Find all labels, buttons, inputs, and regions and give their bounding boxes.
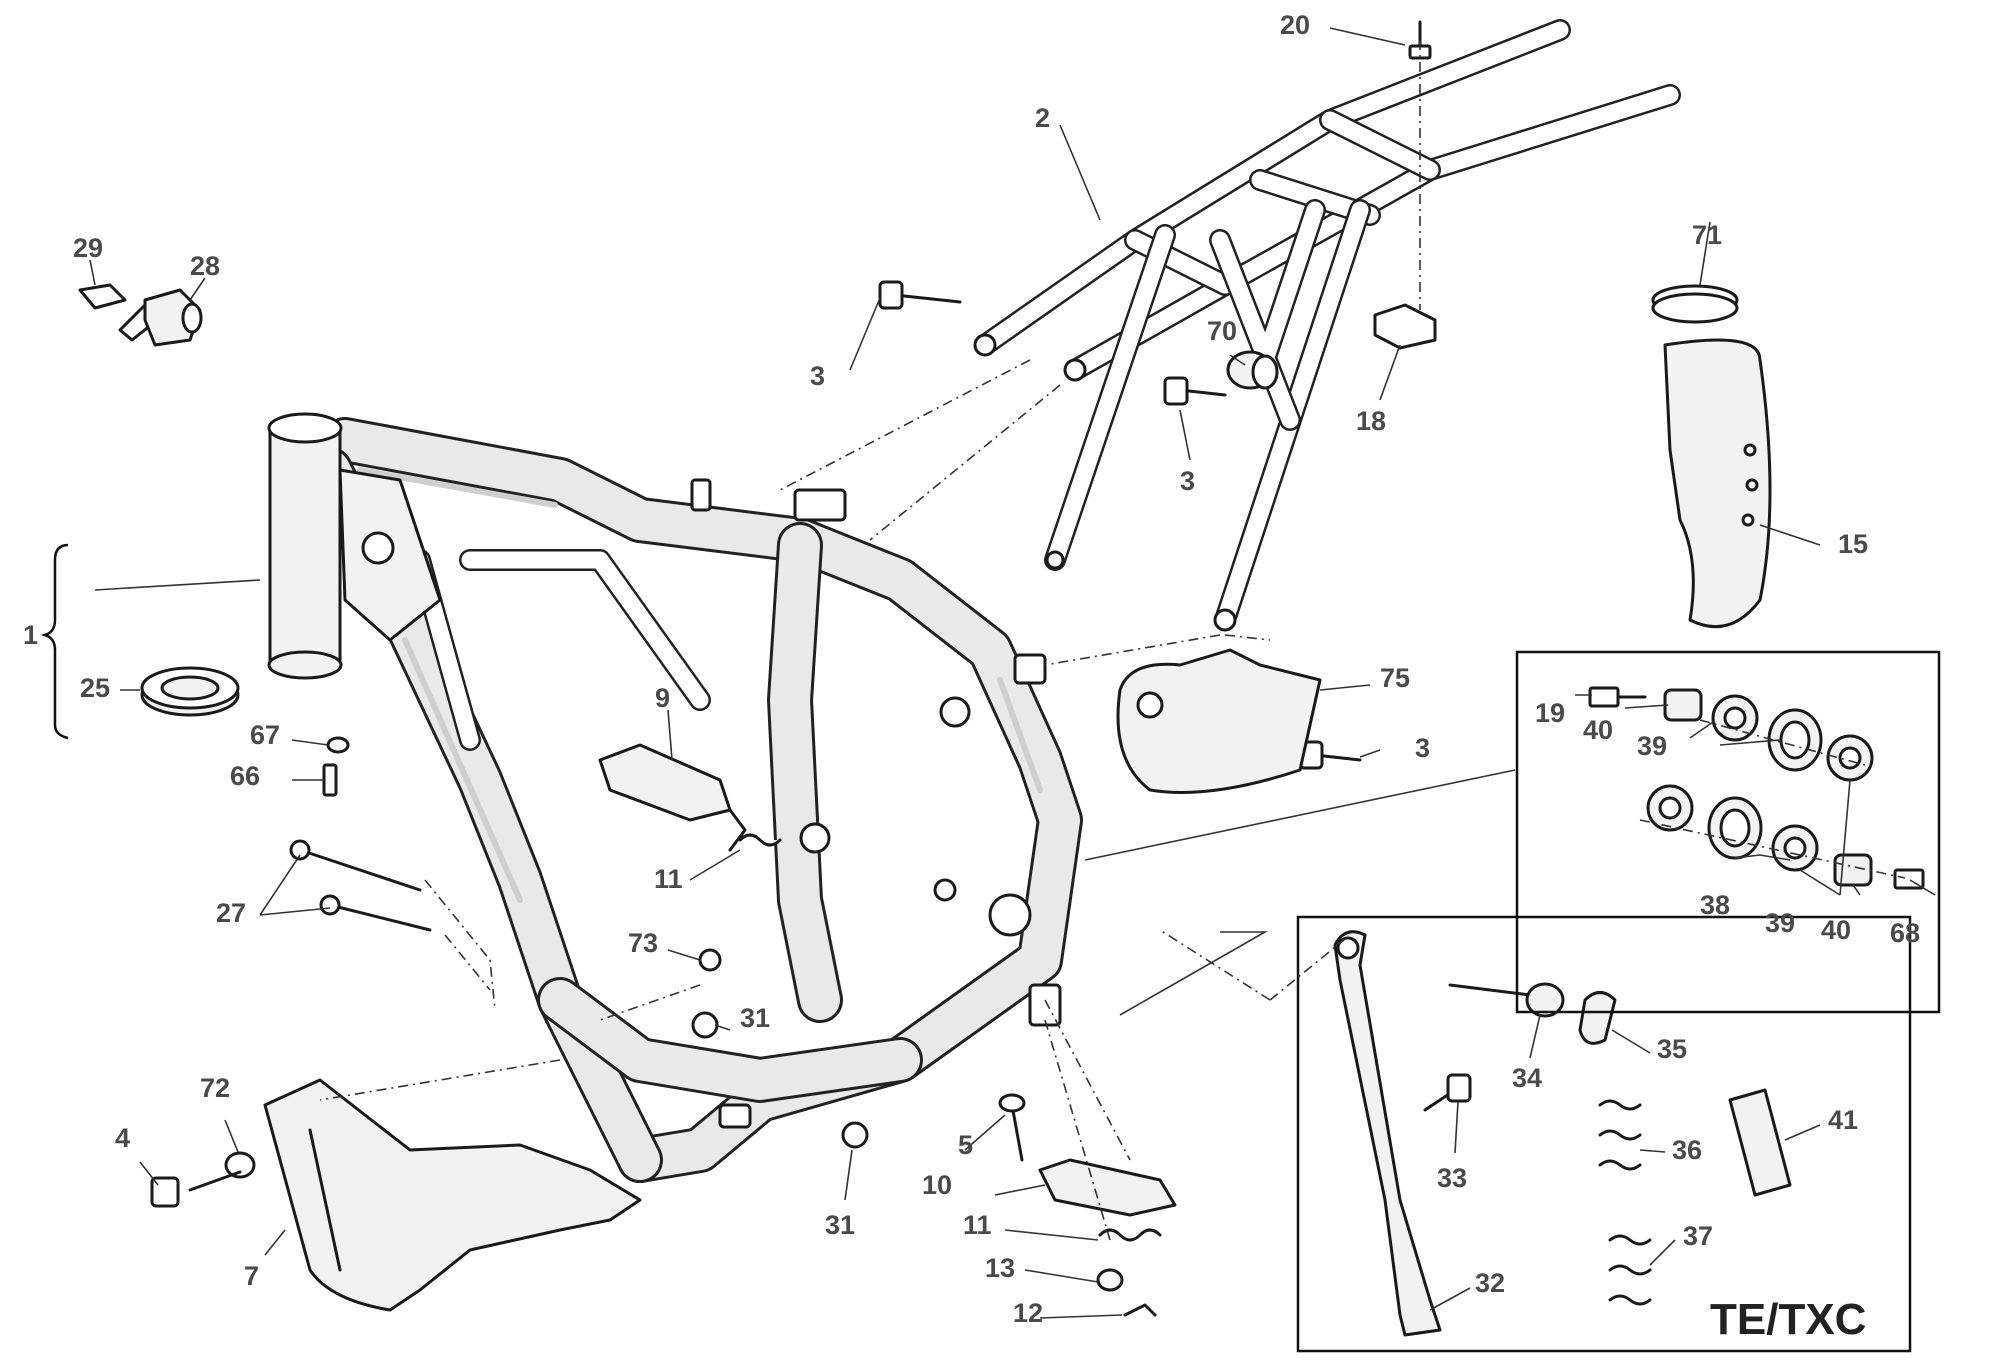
callout-40-bottom: 40	[1821, 915, 1852, 945]
side-stand-kit-box	[1296, 915, 1912, 1353]
callout-31-frame: 31	[740, 1003, 771, 1033]
callout-35: 35	[1657, 1034, 1688, 1064]
callout-10: 10	[922, 1170, 953, 1200]
callout-1: 1	[23, 620, 39, 650]
callout-9: 9	[655, 683, 671, 713]
callout-11-lower: 11	[963, 1210, 992, 1240]
leader-lines	[40, 27, 1936, 1319]
callout-29: 29	[73, 233, 104, 263]
callout-13: 13	[985, 1253, 1016, 1283]
callout-66: 66	[230, 761, 261, 791]
callout-72: 72	[200, 1073, 231, 1103]
callout-36: 36	[1672, 1135, 1703, 1165]
callout-28: 28	[190, 251, 221, 281]
callout-67: 67	[250, 720, 281, 750]
callout-19: 19	[1535, 698, 1566, 728]
main-frame	[267, 412, 1083, 1183]
model-variant-label: TE/TXC	[1710, 1295, 1867, 1344]
callout-7: 7	[244, 1261, 260, 1291]
callout-25: 25	[80, 673, 111, 703]
callout-40-top: 40	[1583, 715, 1614, 745]
callout-34: 34	[1512, 1063, 1543, 1093]
callout-5: 5	[958, 1130, 974, 1160]
callout-27: 27	[216, 898, 247, 928]
callout-31-lower: 31	[825, 1210, 856, 1240]
bearing-kit-box	[1515, 650, 1941, 1014]
callout-15: 15	[1838, 529, 1869, 559]
callout-12: 12	[1013, 1298, 1044, 1328]
callout-41: 41	[1828, 1105, 1859, 1135]
small-parts	[78, 20, 1925, 1337]
callout-3-cover: 3	[1415, 733, 1431, 763]
rear-subframe	[973, 19, 1681, 632]
callout-3-subframe: 3	[1180, 466, 1196, 496]
callout-68: 68	[1890, 918, 1921, 948]
callout-11-footpeg: 11	[654, 864, 683, 894]
callout-4: 4	[115, 1123, 131, 1153]
callout-33: 33	[1437, 1163, 1468, 1193]
callout-2: 2	[1035, 103, 1051, 133]
callout-71: 71	[1692, 220, 1723, 250]
callout-3-top: 3	[810, 361, 826, 391]
callout-73: 73	[628, 928, 659, 958]
callout-39-top: 39	[1637, 731, 1668, 761]
callout-70: 70	[1207, 316, 1238, 346]
callout-39-bottom: 39	[1765, 908, 1796, 938]
callout-32: 32	[1475, 1268, 1506, 1298]
callout-75: 75	[1380, 663, 1411, 693]
callout-18: 18	[1356, 406, 1387, 436]
callout-38: 38	[1700, 890, 1731, 920]
callout-20: 20	[1280, 10, 1311, 40]
callout-37: 37	[1683, 1221, 1714, 1251]
